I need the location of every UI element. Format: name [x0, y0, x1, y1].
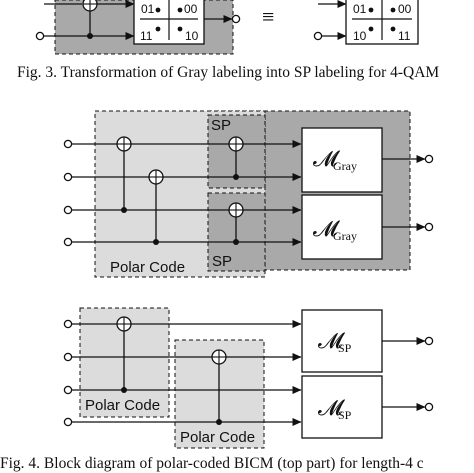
fig4-top-mapper-lower-symbol: 𝓜 — [313, 216, 340, 241]
fig4-caption: Fig. 4. Block diagram of polar-coded BIC… — [0, 455, 424, 472]
fig4-bottom-dot-2 — [216, 419, 222, 425]
fig3-right-input-port-bottom — [313, 31, 323, 41]
fig3-left-output-port — [231, 14, 241, 24]
fig4-top-polar-label: Polar Code — [110, 259, 185, 276]
fig4-bottom-diagram: Polar Code Polar Code 𝓜 SP 𝓜 SP — [63, 307, 434, 449]
fig4-top-sp-label-upper: SP — [211, 117, 231, 134]
fig4-bottom-polar-label-left: Polar Code — [85, 397, 160, 414]
fig3-left-label-10: 10 — [185, 29, 199, 43]
fig3-caption: Fig. 3. Transformation of Gray labeling … — [17, 64, 440, 81]
fig3-branch-dot — [87, 33, 93, 39]
fig4-top-mapper-upper-symbol: 𝓜 — [313, 146, 340, 171]
fig4-top-mapper-lower-sub: Gray — [333, 229, 357, 243]
fig4-bottom-input-port-2 — [63, 352, 73, 362]
fig3-left-label-00: 00 — [184, 2, 198, 16]
fig4-top-xor-3 — [228, 136, 244, 152]
fig4-top-mapper-upper-sub: Gray — [333, 159, 357, 173]
fig3-right-label-00: 00 — [398, 2, 412, 16]
fig4-top-dot-4 — [233, 239, 239, 245]
fig4-top-xor-1 — [116, 136, 132, 152]
fig4-bottom-mapper-upper-symbol: 𝓜 — [318, 328, 345, 353]
fig3-right-label-01: 01 — [353, 2, 367, 16]
fig3-right-label-11: 11 — [398, 29, 411, 43]
fig4-top-diagram: SP SP Polar Code — [63, 110, 434, 278]
fig4-bottom-input-port-1 — [63, 319, 73, 329]
fig4-top-xor-2 — [148, 169, 164, 185]
fig4-bottom-polar-label-right: Polar Code — [180, 429, 255, 446]
fig4-bottom-mapper-upper — [301, 309, 383, 373]
fig4-bottom-input-port-3 — [63, 385, 73, 395]
fig4-bottom-mapper-upper-sub: SP — [338, 341, 352, 355]
fig4-top-input-port-3 — [63, 205, 73, 215]
fig4-bottom-xor-2 — [211, 349, 227, 365]
fig4-bottom-xor-1 — [116, 316, 132, 332]
fig4-bottom-output-port-1 — [424, 336, 434, 346]
fig4-top-mapper-lower — [301, 194, 383, 260]
fig4-bottom-mapper-lower-sub: SP — [338, 408, 352, 422]
fig3-equiv-symbol: ≡ — [262, 4, 274, 29]
fig4-bottom-mapper-lower-symbol: 𝓜 — [318, 395, 345, 420]
fig3-left-label-01: 01 — [141, 2, 155, 16]
fig4-bottom-output-port-2 — [424, 402, 434, 412]
fig4-top-dot-2 — [153, 239, 159, 245]
fig4-top-output-port-1 — [424, 154, 434, 164]
fig4-top-input-port-4 — [63, 237, 73, 247]
fig4-bottom-dot-1 — [121, 387, 127, 393]
fig4-top-dot-3 — [233, 174, 239, 180]
fig4-bottom-mapper-lower — [301, 375, 383, 439]
fig4-top-input-port-1 — [63, 139, 73, 149]
fig3-input-port-bottom — [35, 31, 45, 41]
fig4-top-mapper-upper — [301, 127, 383, 193]
fig4-top-input-port-2 — [63, 172, 73, 182]
fig4-top-xor-4 — [228, 202, 244, 218]
fig4-top-dot-1 — [121, 207, 127, 213]
fig3-right-label-10: 10 — [353, 29, 367, 43]
fig3-left-label-11: 11 — [140, 29, 153, 43]
fig3-diagram: 01 00 11 10 ≡ 01 00 10 11 — [35, 0, 419, 55]
fig4-top-sp-label-lower: SP — [212, 253, 232, 270]
fig4-top-output-port-2 — [424, 222, 434, 232]
fig4-bottom-input-port-4 — [63, 417, 73, 427]
